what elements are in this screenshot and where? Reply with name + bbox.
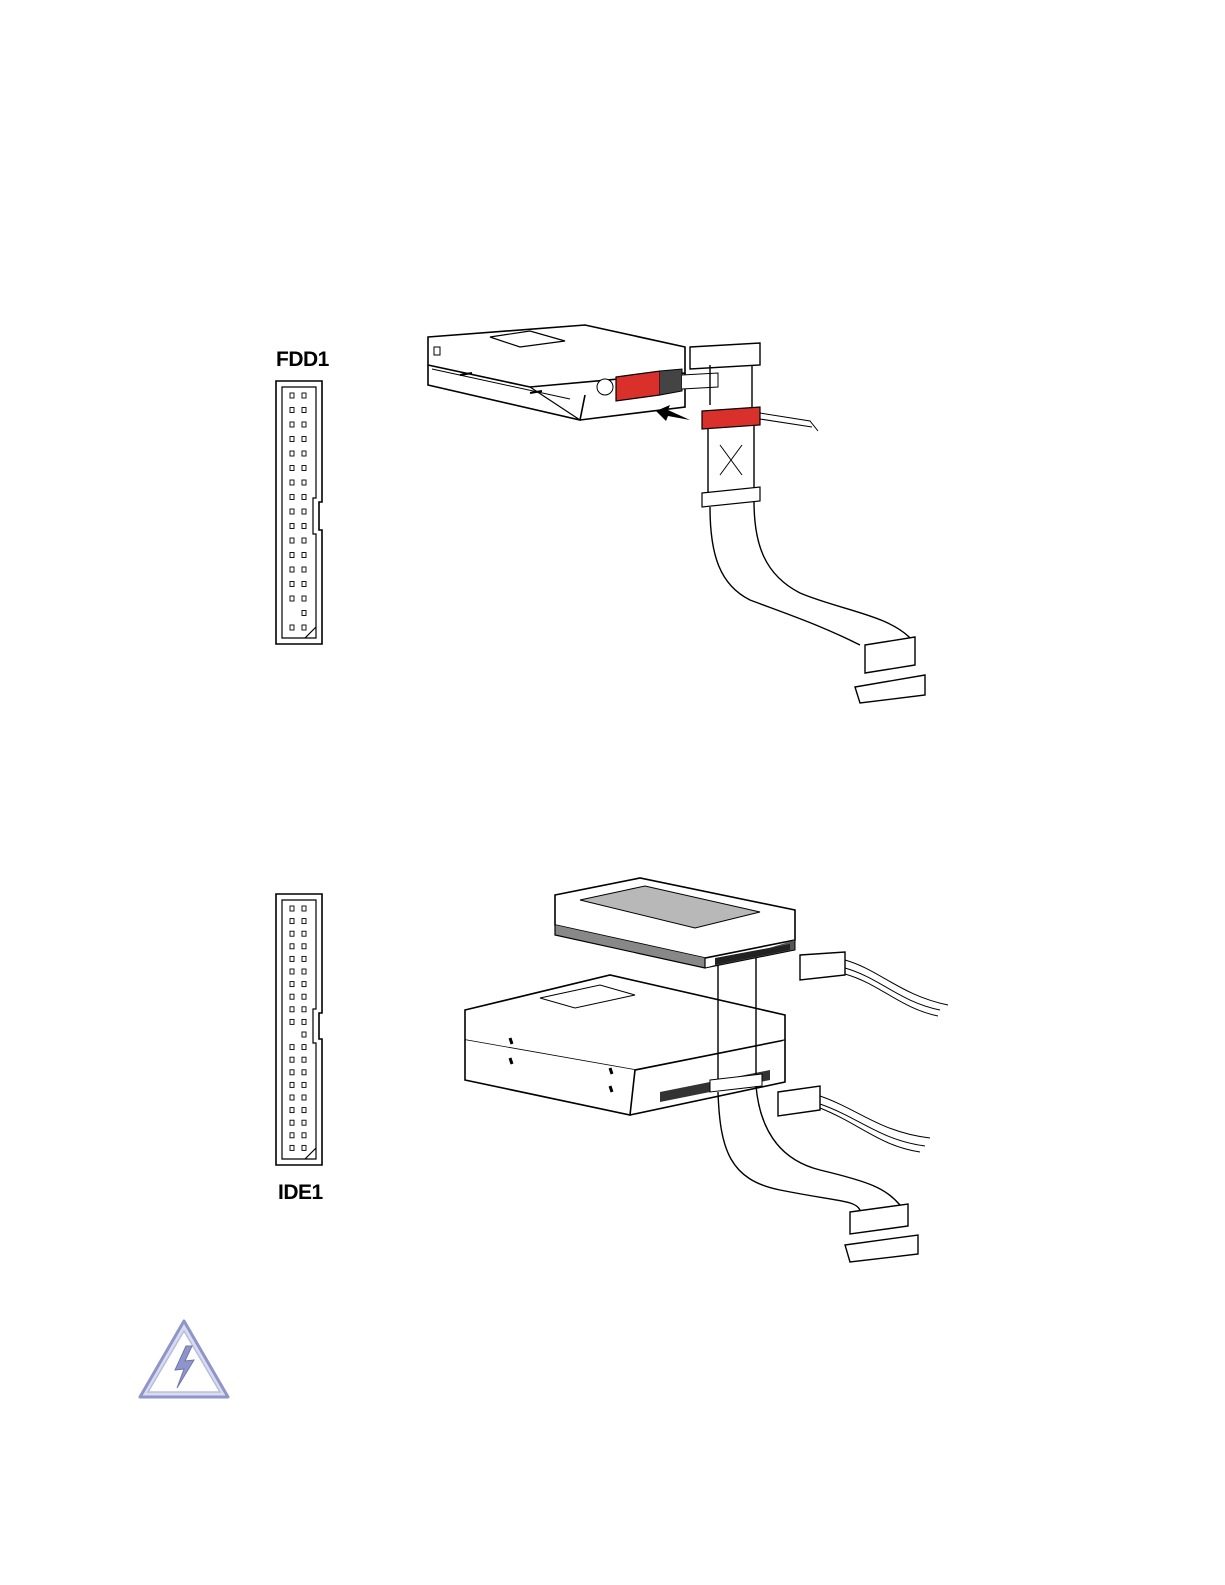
- fdd1-label: FDD1: [276, 348, 329, 372]
- header-pin: [290, 931, 294, 936]
- header-pin: [302, 625, 306, 630]
- header-pin: [290, 495, 294, 500]
- header-pin: [290, 956, 294, 961]
- header-pin: [290, 969, 294, 974]
- header-pin: [302, 982, 306, 987]
- header-pin: [290, 393, 294, 398]
- header-pin: [290, 1145, 294, 1150]
- header-pin: [290, 596, 294, 601]
- header-pin: [290, 1070, 294, 1075]
- header-pin: [290, 538, 294, 543]
- fdd1-header: [275, 380, 325, 646]
- header-pin: [290, 582, 294, 587]
- header-pin: [302, 1070, 306, 1075]
- ide-drive-illustration: [460, 870, 960, 1270]
- header-pin: [290, 1120, 294, 1125]
- header-pin: [290, 1082, 294, 1087]
- header-pin: [302, 524, 306, 529]
- header-pin: [302, 495, 306, 500]
- ide1-header: [275, 893, 325, 1167]
- ide1-label: IDE1: [278, 1181, 323, 1205]
- header-pin: [302, 944, 306, 949]
- header-pin: [302, 582, 306, 587]
- header-pin: [302, 1095, 306, 1100]
- header-pin: [290, 451, 294, 456]
- header-pin: [290, 1007, 294, 1012]
- header-pin: [302, 408, 306, 413]
- header-pin: [302, 611, 306, 616]
- header-pin: [302, 1108, 306, 1113]
- warning-lightning-icon: [137, 1318, 231, 1400]
- header-pin: [302, 1133, 306, 1138]
- header-pin: [290, 480, 294, 485]
- header-pin: [290, 919, 294, 924]
- header-pin: [302, 1120, 306, 1125]
- header-pin: [302, 393, 306, 398]
- header-pin: [302, 1082, 306, 1087]
- header-pin: [302, 480, 306, 485]
- header-pin: [302, 567, 306, 572]
- header-pin: [302, 1057, 306, 1062]
- header-pin: [302, 538, 306, 543]
- header-pin: [302, 553, 306, 558]
- header-pin: [290, 906, 294, 911]
- header-pin: [290, 509, 294, 514]
- floppy-drive-illustration: [420, 325, 940, 710]
- header-pin: [290, 1095, 294, 1100]
- header-pin: [302, 994, 306, 999]
- header-pin: [302, 451, 306, 456]
- header-pin: [290, 1133, 294, 1138]
- header-pin: [302, 969, 306, 974]
- header-pin: [290, 466, 294, 471]
- header-pin: [302, 437, 306, 442]
- header-pin: [290, 1045, 294, 1050]
- header-pin: [290, 553, 294, 558]
- header-pin: [290, 994, 294, 999]
- header-pin: [302, 1145, 306, 1150]
- fdd-cable-connector-red: [702, 407, 760, 429]
- header-pin: [290, 567, 294, 572]
- header-pin: [290, 437, 294, 442]
- header-pin: [302, 956, 306, 961]
- header-pin: [290, 1057, 294, 1062]
- header-pin: [290, 422, 294, 427]
- header-pin: [302, 1019, 306, 1024]
- header-pin: [290, 944, 294, 949]
- header-pin: [302, 596, 306, 601]
- header-pin: [290, 1019, 294, 1024]
- header-pin: [302, 931, 306, 936]
- header-pin: [302, 422, 306, 427]
- header-pin: [290, 1108, 294, 1113]
- header-pin: [290, 625, 294, 630]
- header-pin: [290, 982, 294, 987]
- header-pin: [302, 919, 306, 924]
- header-pin: [290, 408, 294, 413]
- fdd-highlighted-connector: [616, 371, 660, 401]
- header-pin: [302, 1045, 306, 1050]
- header-pin: [302, 1032, 306, 1037]
- header-pin: [290, 524, 294, 529]
- header-pin: [302, 906, 306, 911]
- header-pin: [302, 466, 306, 471]
- header-pin: [302, 1007, 306, 1012]
- header-pin: [302, 509, 306, 514]
